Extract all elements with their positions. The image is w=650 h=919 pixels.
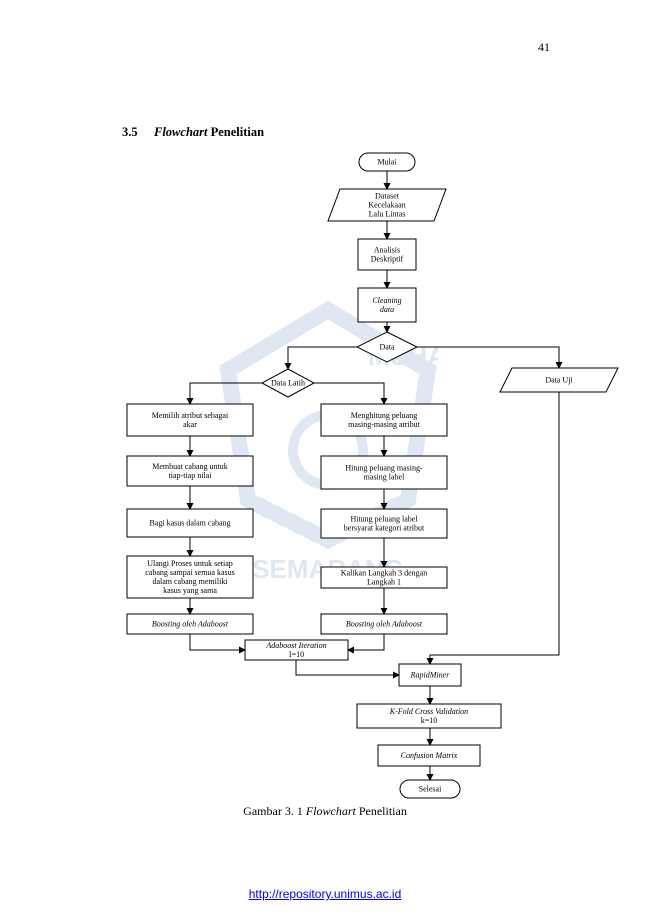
section-title-rest: Penelitian: [207, 125, 265, 139]
node-label-ada-iter: I=10: [289, 650, 304, 659]
node-label-l5: Boosting oleh Adaboost: [152, 620, 229, 629]
node-label-confusion: Confusion Matrix: [401, 751, 458, 760]
node-label-l4: kasus yang sama: [163, 586, 217, 595]
section-title-italic: Flowchart: [154, 125, 208, 139]
page-number: 41: [538, 40, 550, 54]
section-heading: 3.5 Flowchart Penelitian: [122, 125, 264, 140]
l4-box: [126, 555, 254, 599]
node-label-l2: Membuat cabang untuk: [152, 462, 228, 471]
node-label-l1: akar: [183, 420, 197, 429]
node-label-analisis: Deskriptif: [371, 255, 404, 264]
node-label-r1: masing-masing atribut: [348, 420, 421, 429]
analisis-box: [357, 238, 417, 271]
section-number: 3.5: [122, 125, 138, 139]
ada-iter-box: [244, 639, 349, 661]
dataset-parallelogram: [327, 188, 447, 222]
flowchart-connectors: [186, 171, 563, 781]
node-label-r2: Hitung peluang masing-: [345, 464, 423, 473]
node-label-r3: Hitung peluang label: [350, 515, 418, 524]
kfold-box: [356, 703, 502, 729]
node-label-r1: Menghitung peluang: [351, 411, 417, 420]
node-label-cleaning: data: [380, 305, 394, 314]
repository-link[interactable]: http://repository.unimus.ac.id: [248, 887, 402, 901]
r1-box: [320, 403, 448, 437]
connector: [426, 392, 560, 665]
confusion-box: [377, 744, 481, 767]
l1-box: [126, 403, 254, 437]
start-terminator: [358, 152, 416, 172]
connector: [295, 660, 400, 679]
connector: [189, 634, 246, 654]
l2-box: [126, 455, 254, 487]
node-label-dataset: Kecelakaan: [368, 201, 405, 210]
node-label-l3: Bagi kasus dalam cabang: [149, 519, 230, 528]
node-label-r4: Langkah 1: [367, 578, 401, 587]
connector: [186, 382, 262, 405]
r5-box: [320, 613, 448, 635]
node-label-data-uji: Data Uji: [545, 376, 573, 385]
data-decision: [355, 331, 419, 363]
data-uji-parallelogram: [499, 367, 619, 393]
cleaning-box: [357, 287, 417, 323]
r3-box: [320, 508, 448, 539]
node-label-analisis: Analisis: [374, 246, 400, 255]
connector: [417, 346, 563, 369]
node-label-ada-iter: Adaboost Iteration: [265, 641, 326, 650]
node-label-l2: tiap-tiap nilai: [169, 471, 213, 480]
node-label-end: Selesai: [419, 785, 442, 794]
l3-box: [126, 508, 254, 538]
node-label-data-latih: Data Latih: [271, 379, 305, 388]
node-label-cleaning: Cleaning: [372, 296, 401, 305]
caption-italic: Flowchart: [305, 804, 356, 818]
node-label-rapidminer: RapidMiner: [410, 671, 451, 680]
node-label-dataset: Dataset: [375, 192, 400, 201]
l5-box: [126, 613, 254, 635]
node-label-l4: Ulangi Proses untuk setiap: [147, 559, 233, 568]
flowchart-shapes: [126, 152, 619, 799]
caption-prefix: Gambar 3. 1: [243, 804, 306, 818]
node-label-l1: Memilih atribut sebagai: [152, 411, 229, 420]
connector: [284, 346, 357, 370]
node-label-r5: Boosting oleh Adaboost: [346, 620, 423, 629]
data-latih-decision: [260, 368, 316, 398]
connector: [314, 382, 388, 405]
connector: [347, 634, 385, 654]
node-label-r2: masing label: [364, 473, 405, 482]
caption-rest: Penelitian: [355, 804, 407, 818]
rapidminer-box: [398, 663, 462, 687]
r2-box: [320, 455, 448, 490]
r4-box: [320, 566, 448, 589]
watermark-shield: [219, 300, 437, 549]
node-label-r4: Kalikan Langkah 3 dengan: [341, 569, 427, 578]
figure-caption: Gambar 3. 1 Flowchart Penelitian: [0, 804, 650, 819]
node-label-kfold: k=10: [421, 716, 438, 725]
node-label-data: Data: [379, 343, 395, 352]
node-label-r3: bersyarat kategori atribut: [344, 524, 425, 533]
node-label-start: Mulai: [377, 158, 397, 167]
node-label-kfold: K-Fold Cross Validation: [389, 707, 468, 716]
node-label-l4: cabang sampai semua kasus: [145, 568, 235, 577]
end-terminator: [399, 779, 461, 799]
node-label-l4: dalam cabang memiliki: [152, 577, 228, 586]
node-label-dataset: Lalu Lintas: [369, 210, 406, 219]
